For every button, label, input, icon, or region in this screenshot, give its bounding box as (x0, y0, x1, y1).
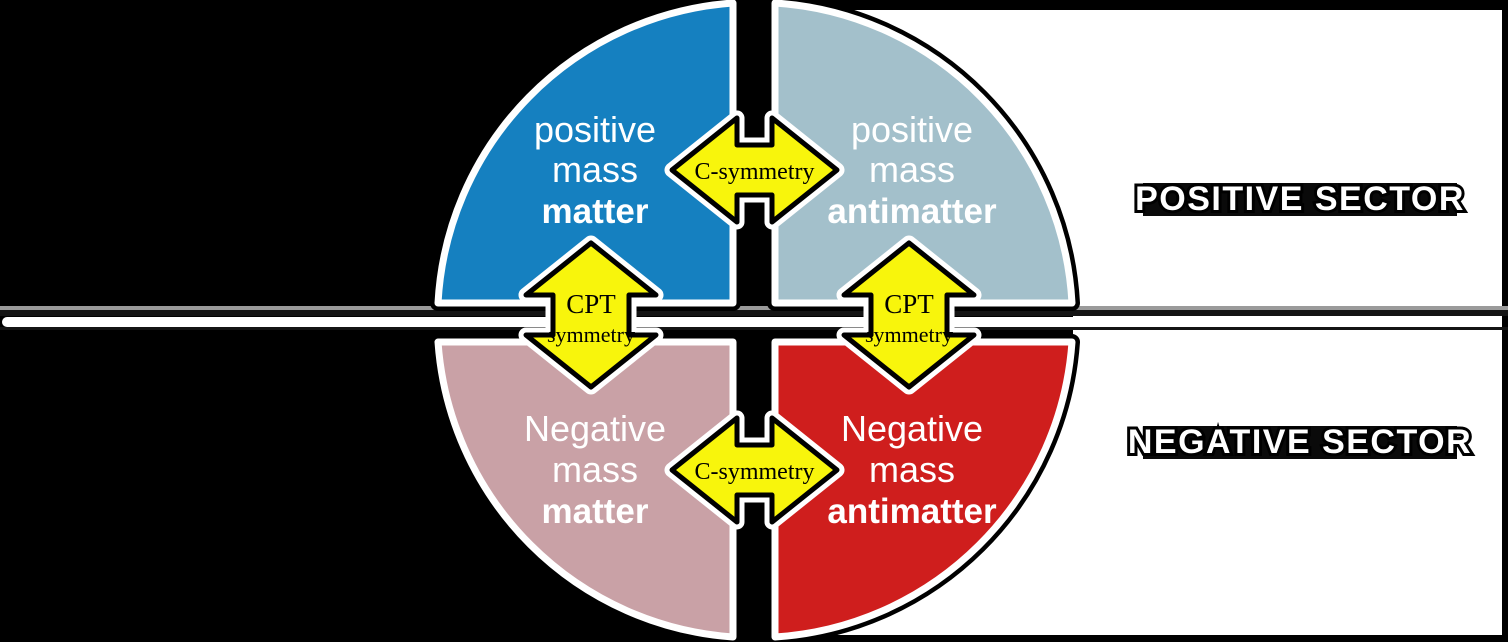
c-symmetry-bottom-label: C-symmetry (695, 459, 815, 485)
positive-antimatter-line2: mass (869, 149, 955, 190)
negative-antimatter-line1: Negative (841, 408, 983, 449)
double-arrow-vertical-icon (841, 240, 977, 390)
c-symmetry-arrow-bottom: C-symmetry (664, 410, 845, 530)
divider-dark-underline (0, 327, 1508, 330)
negative-matter-line1: Negative (524, 408, 666, 449)
double-arrow-vertical-icon (523, 240, 659, 390)
divider-white-stripe (2, 317, 1499, 327)
cpt-symmetry-arrow-left: CPT symmetry (518, 235, 664, 395)
quadrant-outline (771, 0, 1076, 307)
quadrant-fill (438, 342, 733, 637)
positive-matter-line1: positive (534, 109, 656, 150)
cpt-right-line1: CPT (884, 289, 934, 319)
positive-sector-band (1143, 183, 1457, 216)
divider-gray-stripe (0, 306, 1508, 310)
cpt-right-line2: symmetry (865, 322, 953, 347)
negative-antimatter-line2: mass (869, 449, 955, 490)
negative-sector-label: NEGATIVE SECTOR (1128, 423, 1472, 461)
quadrant-negative-matter: Negative mass matter (430, 334, 741, 642)
sector-divider-line (0, 306, 1508, 330)
positive-antimatter-line1: positive (851, 109, 973, 150)
negative-sector-label-group: NEGATIVE SECTOR (1125, 420, 1474, 464)
positive-sector-label: POSITIVE SECTOR (1135, 180, 1465, 218)
cpt-left-line1: CPT (566, 289, 616, 319)
quadrant-positive-matter: positive mass matter (430, 0, 741, 311)
quadrant-fill (775, 3, 1072, 303)
positive-matter-line2: mass (552, 149, 638, 190)
negative-sector-band (1143, 426, 1457, 459)
positive-antimatter-line3: antimatter (827, 192, 997, 231)
positive-matter-line3: matter (542, 192, 649, 231)
quadrant-outline (434, 338, 737, 641)
quadrant-outline (434, 0, 737, 307)
quadrant-negative-antimatter: Negative mass antimatter (767, 334, 1080, 642)
cpt-left-line2: symmetry (547, 322, 635, 347)
divider-dark-stripe (0, 310, 1508, 316)
positive-sector-label-group: POSITIVE SECTOR (1132, 177, 1466, 221)
quadrant-fill (438, 3, 733, 303)
quadrant-fill (775, 342, 1072, 637)
cpt-symmetry-arrow-right: CPT symmetry (836, 235, 982, 395)
double-arrow-horizontal-icon (669, 115, 840, 225)
negative-matter-line3: matter (542, 492, 649, 531)
double-arrow-horizontal-icon (669, 415, 840, 525)
c-symmetry-arrow-top: C-symmetry (664, 110, 845, 230)
negative-antimatter-line3: antimatter (827, 492, 997, 531)
negative-matter-line2: mass (552, 449, 638, 490)
quadrant-outline (771, 338, 1076, 641)
quadrant-positive-antimatter: positive mass antimatter (767, 0, 1080, 311)
c-symmetry-top-label: C-symmetry (695, 159, 815, 185)
